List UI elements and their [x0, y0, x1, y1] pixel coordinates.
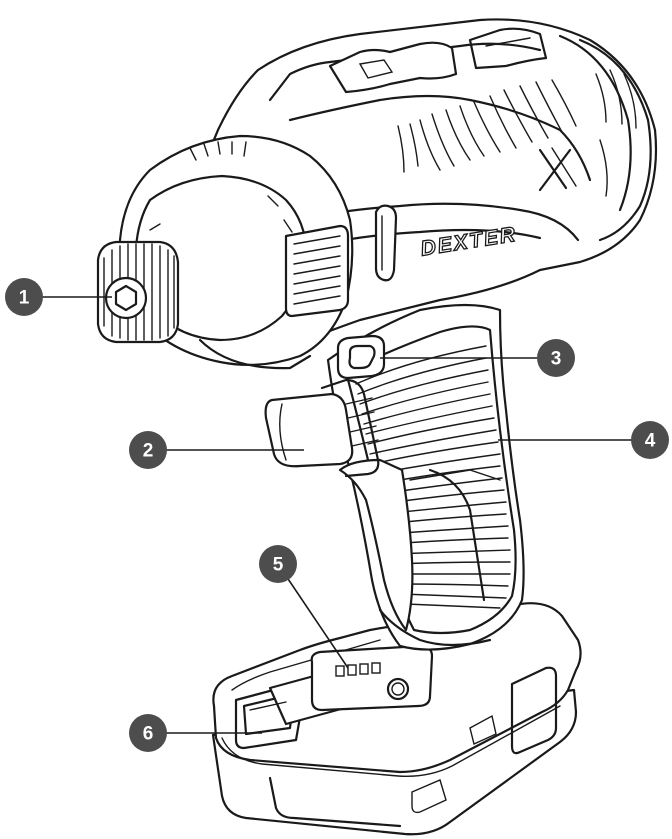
callout-1: 1	[5, 278, 43, 316]
callout-2: 2	[129, 431, 167, 469]
direction-switch	[336, 334, 386, 380]
svg-text:6: 6	[143, 724, 154, 745]
battery-pack	[211, 602, 582, 836]
callout-6: 6	[129, 714, 167, 752]
svg-text:3: 3	[551, 349, 562, 370]
callout-3: 3	[537, 339, 575, 377]
trigger	[264, 378, 380, 478]
quick-release-chuck	[96, 240, 180, 344]
svg-text:1: 1	[19, 288, 30, 309]
svg-text:2: 2	[143, 441, 154, 462]
svg-text:4: 4	[645, 431, 656, 452]
handle	[326, 303, 525, 651]
callout-4: 4	[631, 421, 669, 459]
svg-text:5: 5	[273, 555, 284, 576]
callout-5: 5	[259, 545, 297, 583]
